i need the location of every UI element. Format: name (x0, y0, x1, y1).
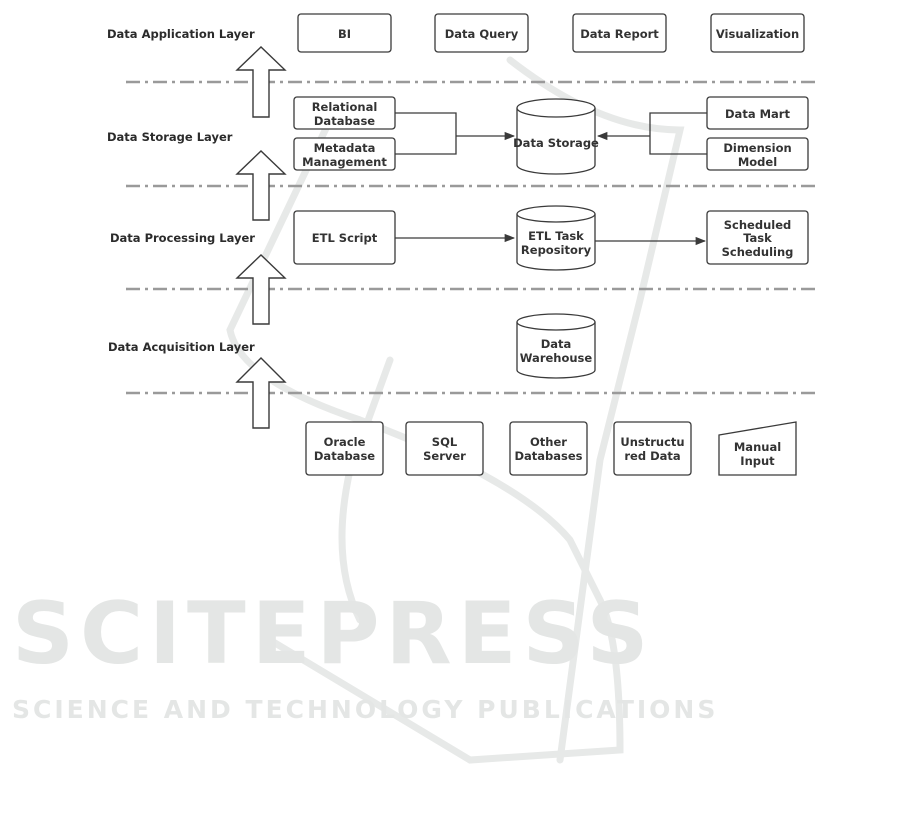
storage-node-metadata-management: Metadata Management (293, 137, 396, 171)
svg-text:Visualization: Visualization (716, 27, 799, 41)
source-node-oracle-database: Oracle Database (305, 421, 384, 476)
source-node-other-databases: Other Databases (509, 421, 588, 476)
storage-node-dimension-model: Dimension Model (706, 137, 809, 171)
svg-text:Data Mart: Data Mart (725, 107, 790, 121)
svg-text:Model: Model (738, 155, 777, 169)
app-node-data-report: Data Report (572, 13, 667, 53)
svg-text:Scheduled: Scheduled (724, 218, 791, 232)
up-arrow-icon (235, 254, 287, 325)
storage-node-data-mart: Data Mart (706, 96, 809, 130)
source-node-sql-server: SQL Server (405, 421, 484, 476)
connector-left-merge (395, 112, 514, 155)
svg-text:Relational: Relational (312, 100, 378, 114)
svg-text:Data: Data (541, 337, 572, 351)
svg-text:Database: Database (314, 114, 375, 128)
processing-node-etl-task-repository: ETL Task Repository (516, 205, 596, 271)
scitepress-watermark: SCITEPRESS SCIENCE AND TECHNOLOGY PUBLIC… (12, 56, 718, 764)
app-node-bi: BI (297, 13, 392, 53)
svg-text:Database: Database (314, 449, 375, 463)
layer-label-storage: Data Storage Layer (107, 130, 233, 144)
layer-label-application: Data Application Layer (107, 27, 255, 41)
svg-text:Unstructu: Unstructu (620, 435, 684, 449)
svg-text:ETL Script: ETL Script (312, 231, 378, 245)
source-node-unstructured-data: Unstructu red Data (613, 421, 692, 476)
acquisition-node-data-warehouse: Data Warehouse (516, 313, 596, 379)
svg-text:Manual: Manual (734, 440, 781, 454)
app-node-data-query: Data Query (434, 13, 529, 53)
source-node-manual-input: Manual Input (718, 421, 797, 476)
svg-text:Repository: Repository (521, 243, 592, 257)
watermark-title: SCITEPRESS (12, 584, 654, 684)
storage-node-data-storage: Data Storage (513, 98, 599, 175)
up-arrow-icon (235, 46, 287, 118)
app-node-visualization: Visualization (710, 13, 805, 53)
watermark-subtitle: SCIENCE AND TECHNOLOGY PUBLICATIONS (12, 695, 718, 724)
storage-node-relational-database: Relational Database (293, 96, 396, 130)
watermark-swoosh-2 (506, 56, 685, 764)
svg-text:Dimension: Dimension (723, 141, 791, 155)
svg-text:Databases: Databases (514, 449, 582, 463)
svg-text:Management: Management (302, 155, 387, 169)
svg-text:Data Report: Data Report (580, 27, 659, 41)
connector-right-merge (598, 112, 707, 155)
svg-text:SQL: SQL (432, 435, 458, 449)
svg-text:Scheduling: Scheduling (722, 245, 794, 259)
svg-text:Task: Task (743, 231, 772, 245)
up-arrow-icon (235, 150, 287, 221)
svg-text:BI: BI (338, 27, 351, 41)
svg-text:Metadata: Metadata (314, 141, 376, 155)
svg-text:ETL Task: ETL Task (528, 229, 584, 243)
svg-text:red Data: red Data (624, 449, 680, 463)
svg-text:Data Storage: Data Storage (513, 136, 599, 150)
up-arrow-icon (235, 357, 287, 429)
processing-node-etl-script: ETL Script (293, 210, 396, 265)
layer-label-processing: Data Processing Layer (110, 231, 255, 245)
svg-text:Warehouse: Warehouse (520, 351, 593, 365)
svg-text:Server: Server (423, 449, 466, 463)
svg-text:Data Query: Data Query (445, 27, 519, 41)
layer-label-acquisition: Data Acquisition Layer (108, 340, 255, 354)
svg-text:Oracle: Oracle (324, 435, 366, 449)
processing-node-scheduled-task-scheduling: Scheduled Task Scheduling (706, 210, 809, 265)
watermark-swoosh-3 (338, 356, 394, 624)
svg-text:Other: Other (530, 435, 567, 449)
svg-text:Input: Input (740, 454, 775, 468)
